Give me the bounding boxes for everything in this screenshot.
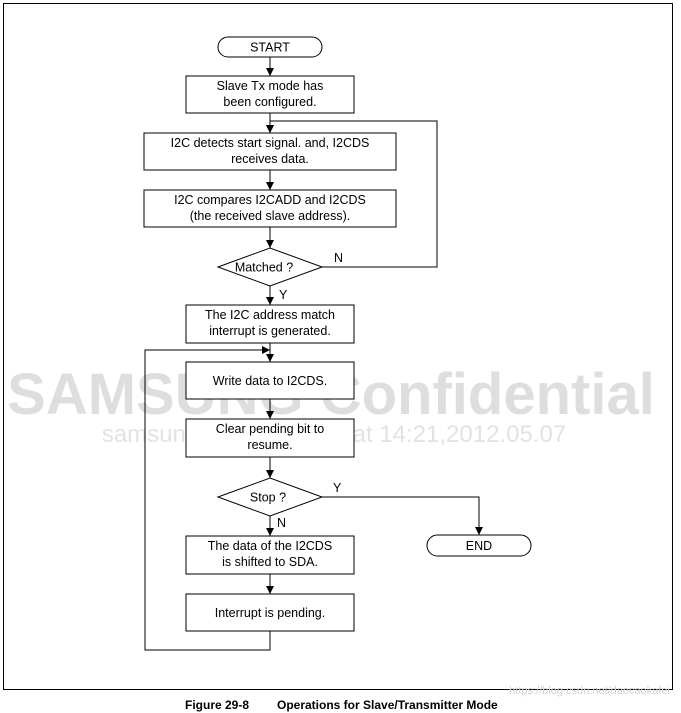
flow-node-configured-line-2: been configured. [223,95,316,109]
flow-node-interrupt-pending: Interrupt is pending. [185,593,355,632]
flow-node-detect-line-1: I2C detects start signal. and, I2CDS [171,136,370,150]
flow-node-configured: Slave Tx mode has been configured. [185,75,355,114]
flow-node-write-data-label: Write data to I2CDS. [213,374,327,388]
flow-node-interrupt-generated-line-2: interrupt is generated. [209,324,331,338]
flow-node-clear-pending: Clear pending bit to resume. [185,418,355,458]
connector-pending-loop-back [144,346,271,651]
flow-node-compare: I2C compares I2CADD and I2CDS (the recei… [143,189,397,228]
flow-node-compare-line-2: (the received slave address). [190,209,351,223]
figure-frame [3,3,673,690]
source-url-watermark: https://blog.csdn.net/daocaokafei [509,685,670,697]
flow-node-detect-line-2: receives data. [231,152,309,166]
edge-label-matched-no: N [334,251,343,265]
flow-node-start: START [217,36,323,58]
edge-label-stop-no: N [277,516,286,530]
flow-node-end: END [426,534,532,557]
flow-node-shift-data-line-1: The data of the I2CDS [208,539,332,553]
flow-node-compare-line-1: I2C compares I2CADD and I2CDS [174,193,366,207]
connector-stop-yes-to-end [322,496,483,535]
flow-node-interrupt-pending-label: Interrupt is pending. [215,606,326,620]
flow-node-start-label: START [250,41,290,55]
flow-decision-stop: Stop ? [216,477,324,517]
flow-node-write-data: Write data to I2CDS. [185,361,355,400]
flow-node-shift-data-line-2: is shifted to SDA. [222,555,318,569]
flow-node-shift-data: The data of the I2CDS is shifted to SDA. [185,535,355,575]
flow-node-clear-pending-line-2: resume. [247,438,292,452]
flow-decision-matched-label: Matched ? [235,261,293,275]
flow-node-clear-pending-line-1: Clear pending bit to [216,422,324,436]
connector-matched-no-loop [266,120,438,268]
flow-decision-matched: Matched ? [216,247,324,287]
flow-node-interrupt-generated: The I2C address match interrupt is gener… [185,304,355,344]
caption-figure-number: Figure 29-8 [185,698,249,712]
flow-node-detect: I2C detects start signal. and, I2CDS rec… [143,132,397,171]
flow-node-configured-line-1: Slave Tx mode has [217,79,324,93]
caption-title: Operations for Slave/Transmitter Mode [277,698,498,712]
flow-node-interrupt-generated-line-1: The I2C address match [205,308,335,322]
edge-label-matched-yes: Y [279,288,288,302]
flow-decision-stop-label: Stop ? [250,491,286,505]
edge-label-stop-yes: Y [333,481,342,495]
flow-node-end-label: END [466,539,492,553]
